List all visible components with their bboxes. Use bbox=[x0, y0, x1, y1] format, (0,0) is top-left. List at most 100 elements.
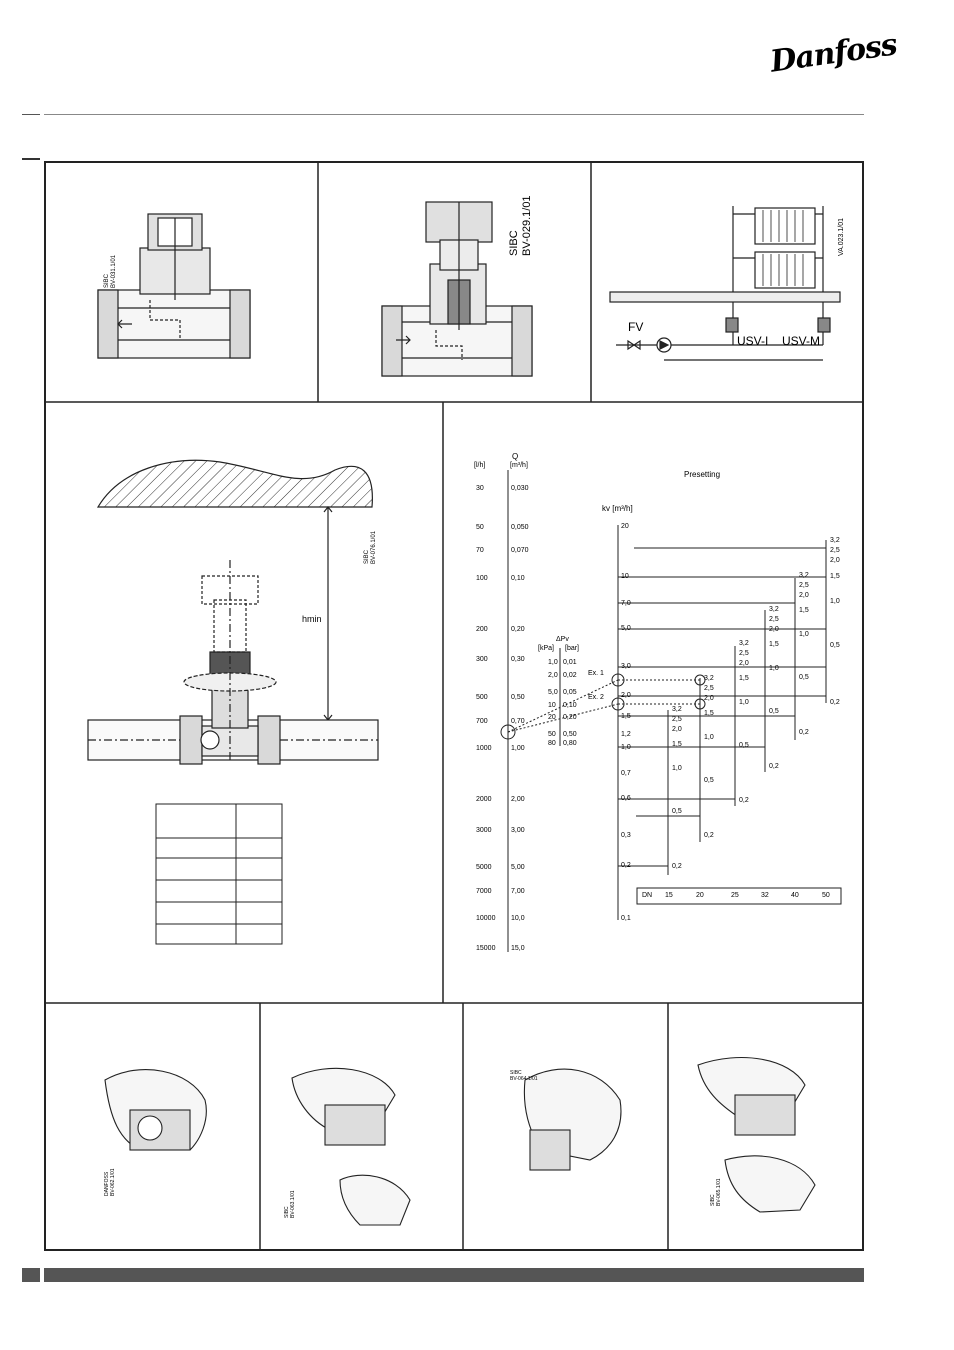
presetting-mark: 0,5 bbox=[799, 674, 809, 682]
hand-code-2: SIBC BV-063.1/01 bbox=[284, 1190, 296, 1218]
q-tick-m3h: 7,00 bbox=[511, 888, 525, 895]
presetting-mark: 2,0 bbox=[739, 659, 749, 667]
label-usv-i: USV-I bbox=[737, 334, 769, 348]
dp-tick-bar: 0,20 bbox=[563, 714, 577, 721]
presetting-mark: 2,5 bbox=[672, 715, 682, 723]
q-tick-m3h: 1,00 bbox=[511, 745, 525, 752]
label-usv-m: USV-M bbox=[782, 334, 821, 348]
installation-drawing bbox=[87, 459, 379, 765]
q-tick-m3h: 15,0 bbox=[511, 945, 525, 952]
presetting-mark: 2,5 bbox=[799, 581, 809, 589]
presetting-mark: 1,0 bbox=[830, 598, 840, 606]
dp-tick-kpa: 1,0 bbox=[548, 659, 558, 666]
presetting-mark: 1,5 bbox=[704, 709, 714, 717]
presetting-mark: 0,5 bbox=[830, 642, 840, 650]
presetting-mark: 1,5 bbox=[739, 674, 749, 682]
kv-tick: 0,1 bbox=[621, 915, 631, 922]
dn-value: 32 bbox=[761, 892, 769, 899]
footer-page-marker bbox=[22, 1268, 40, 1282]
q-tick-m3h: 0,50 bbox=[511, 694, 525, 701]
presetting-mark: 2,0 bbox=[830, 557, 840, 565]
q-tick-lh: 70 bbox=[476, 547, 484, 554]
presetting-mark: 2,5 bbox=[830, 547, 840, 555]
install-code: SIBC BV-076.1/01 bbox=[364, 530, 377, 564]
q-tick-m3h: 0,10 bbox=[511, 575, 525, 582]
label-hmin: hmin bbox=[302, 614, 322, 624]
valve-left-drawing bbox=[97, 213, 251, 359]
presetting-mark: 0,5 bbox=[672, 808, 682, 816]
label-fv: FV bbox=[628, 320, 644, 334]
kv-tick: 1,0 bbox=[621, 744, 631, 751]
schematic-drawing bbox=[609, 206, 841, 361]
q-tick-lh: 1000 bbox=[476, 745, 492, 752]
presetting-mark: 1,5 bbox=[672, 740, 682, 748]
q-tick-m3h: 2,00 bbox=[511, 796, 525, 803]
hand-code-4: SIBC BV-065.1/01 bbox=[710, 1178, 722, 1206]
kv-tick: 20 bbox=[621, 523, 629, 530]
presetting-mark: 0,2 bbox=[830, 698, 840, 706]
q-tick-m3h: 5,00 bbox=[511, 864, 525, 871]
presetting-mark: 2,5 bbox=[739, 649, 749, 657]
dp-tick-bar: 0,80 bbox=[563, 740, 577, 747]
header-rule-mark bbox=[22, 114, 40, 115]
q-tick-lh: 10000 bbox=[476, 915, 496, 922]
q-tick-m3h: 0,20 bbox=[511, 626, 525, 633]
hand-code-3: SIBC BV-064.1/01 bbox=[510, 1070, 538, 1082]
presetting-mark: 0,5 bbox=[769, 708, 779, 716]
q-tick-m3h: 0,70 bbox=[511, 718, 525, 725]
presetting-mark: 1,0 bbox=[672, 765, 682, 773]
q-tick-m3h: 0,30 bbox=[511, 656, 525, 663]
section-rule-mark bbox=[22, 158, 40, 160]
dp-tick-kpa: 10 bbox=[548, 702, 556, 709]
kv-tick: 0,2 bbox=[621, 862, 631, 869]
q-tick-m3h: 3,00 bbox=[511, 827, 525, 834]
example-2: Ex. 2 bbox=[588, 694, 604, 701]
presetting-mark: 1,0 bbox=[704, 734, 714, 742]
dp-tick-bar: 0,01 bbox=[563, 659, 577, 666]
presetting-mark: 1,0 bbox=[799, 631, 809, 639]
presetting-mark: 1,5 bbox=[830, 572, 840, 580]
dp-tick-bar: 0,50 bbox=[563, 731, 577, 738]
q-tick-lh: 5000 bbox=[476, 864, 492, 871]
q-tick-m3h: 0,050 bbox=[511, 524, 529, 531]
dp-tick-bar: 0,02 bbox=[563, 672, 577, 679]
presetting-mark: 2,5 bbox=[704, 684, 714, 692]
footer-bar bbox=[44, 1268, 864, 1282]
presetting-mark: 3,2 bbox=[704, 675, 714, 682]
dp-tick-kpa: 2,0 bbox=[548, 672, 558, 679]
dp-tick-bar: 0,10 bbox=[563, 702, 577, 709]
kv-symbol: kv [m³/h] bbox=[602, 504, 633, 513]
dp-tick-kpa: 5,0 bbox=[548, 689, 558, 696]
presetting-mark: 1,0 bbox=[769, 665, 779, 673]
dp-tick-kpa: 80 bbox=[548, 740, 556, 747]
dn-value: 50 bbox=[822, 892, 830, 899]
dp-tick-bar: 0,05 bbox=[563, 689, 577, 696]
q-tick-lh: 2000 bbox=[476, 796, 492, 803]
presetting-mark: 0,5 bbox=[739, 742, 749, 750]
dn-value: 15 bbox=[665, 892, 673, 899]
presetting-mark: 1,5 bbox=[769, 640, 779, 648]
presetting-mark: 0,2 bbox=[799, 728, 809, 736]
valve-left-code: SIBC BV-031.1/01 bbox=[104, 254, 117, 288]
dn-label: DN bbox=[642, 892, 653, 899]
example-1: Ex. 1 bbox=[588, 670, 604, 677]
valve-mid-code: SIBC BV-029.1/01 bbox=[508, 195, 533, 256]
q-tick-lh: 500 bbox=[476, 694, 488, 701]
kv-tick: 1,2 bbox=[621, 731, 631, 738]
kv-tick: 2,0 bbox=[621, 692, 631, 699]
presetting-mark: 1,0 bbox=[739, 699, 749, 707]
dp-unit-bar: [bar] bbox=[565, 645, 580, 652]
chart-title: Presetting bbox=[684, 470, 721, 479]
kv-tick: 0,3 bbox=[621, 832, 631, 839]
kv-tick: 0,6 bbox=[621, 795, 631, 802]
q-tick-lh: 7000 bbox=[476, 888, 492, 895]
presetting-mark: 0,2 bbox=[769, 762, 779, 770]
valve-mid-drawing bbox=[381, 201, 533, 377]
blank-table bbox=[155, 803, 283, 945]
presetting-mark: 0,2 bbox=[672, 862, 682, 870]
schematic-code: VA.023.1/01 bbox=[838, 217, 845, 256]
q-tick-m3h: 0,070 bbox=[511, 547, 529, 554]
kv-tick: 3,0 bbox=[621, 663, 631, 670]
presetting-mark: 0,2 bbox=[704, 831, 714, 839]
presetting-mark: 3,2 bbox=[672, 706, 682, 713]
